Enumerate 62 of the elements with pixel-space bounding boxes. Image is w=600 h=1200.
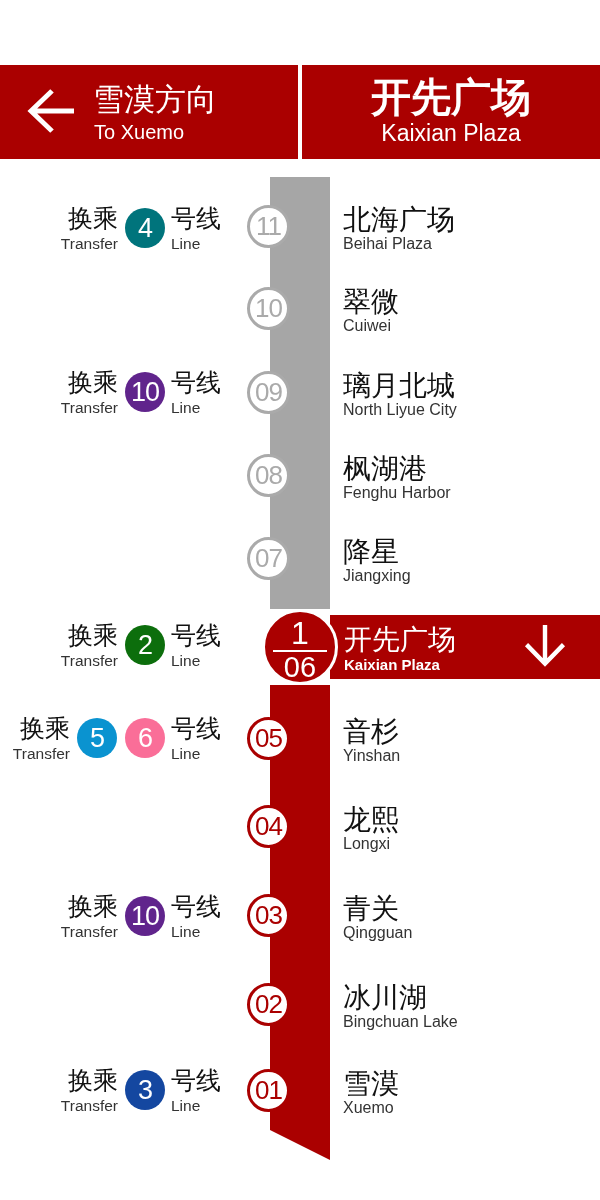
station-name: 翠微 (343, 287, 399, 317)
line-label: 号线 (171, 205, 221, 233)
line-badge: 6 (125, 718, 165, 758)
line-badge: 5 (77, 718, 117, 758)
direction-label-english: To Xuemo (94, 121, 185, 143)
transfer-label: 换乘 (68, 1067, 118, 1095)
transfer-label: 换乘 (68, 622, 118, 650)
line-badge: 4 (125, 208, 165, 248)
station-name-english: Qingguan (343, 924, 413, 942)
line-label: Line (171, 923, 201, 940)
line-badge: 10 (125, 372, 165, 412)
station-name-english: Cuiwei (343, 317, 391, 335)
station-name-english: Fenghu Harbor (343, 484, 451, 502)
station-name-english: Beihai Plaza (343, 235, 432, 253)
line-badge: 10 (125, 896, 165, 936)
station-title-english: Kaixian Plaza (381, 120, 521, 146)
transfer-label: Transfer (60, 652, 118, 669)
transfer-label: Transfer (60, 399, 118, 416)
station-name: 降星 (343, 537, 399, 567)
direction-sign (0, 65, 298, 159)
station-name-english: Longxi (343, 835, 391, 853)
line-label: 号线 (171, 1067, 221, 1095)
transfer-label: Transfer (60, 235, 118, 252)
station-name-english: Yinshan (343, 747, 401, 765)
station-number: 06 (283, 652, 317, 682)
transfer-label: 换乘 (68, 893, 118, 921)
direction-label: 雪漠方向 (93, 82, 217, 116)
line-label: Line (171, 235, 201, 252)
station-name-english: Kaixian Plaza (344, 656, 440, 673)
station-name: 北海广场 (343, 205, 455, 235)
station-name: 开先广场 (344, 624, 456, 656)
line-label: 号线 (171, 369, 221, 397)
station-title: 开先广场 (371, 75, 531, 119)
transfer-label: Transfer (60, 1097, 118, 1114)
transfer-label: 换乘 (68, 369, 118, 397)
line-label: 号线 (171, 715, 221, 743)
line-label: Line (171, 1097, 201, 1114)
transfer-label: 换乘 (68, 205, 118, 233)
station-name-english: Xuemo (343, 1099, 394, 1117)
station-name: 璃月北城 (343, 371, 455, 401)
station-name: 音杉 (343, 717, 399, 747)
line-badge: 2 (125, 625, 165, 665)
station-name-english: Bingchuan Lake (343, 1013, 458, 1031)
transfer-label: 换乘 (20, 715, 70, 743)
line-label: Line (171, 399, 201, 416)
station-name-english: Jiangxing (343, 567, 411, 585)
line-label: Line (171, 652, 201, 669)
current-station-banner (330, 615, 600, 679)
line-label: 号线 (171, 893, 221, 921)
line-number: 1 (291, 616, 309, 650)
station-name: 雪漠 (343, 1069, 399, 1099)
station-name: 青关 (343, 894, 399, 924)
line-label: 号线 (171, 622, 221, 650)
transfer-label: Transfer (60, 923, 118, 940)
transfer-label: Transfer (12, 745, 70, 762)
station-name: 枫湖港 (343, 454, 427, 484)
station-sign (302, 65, 600, 159)
station-name: 龙熙 (343, 805, 399, 835)
line-badge: 3 (125, 1070, 165, 1110)
station-name-english: North Liyue City (343, 401, 457, 419)
line-label: Line (171, 745, 201, 762)
station-name: 冰川湖 (343, 983, 427, 1013)
